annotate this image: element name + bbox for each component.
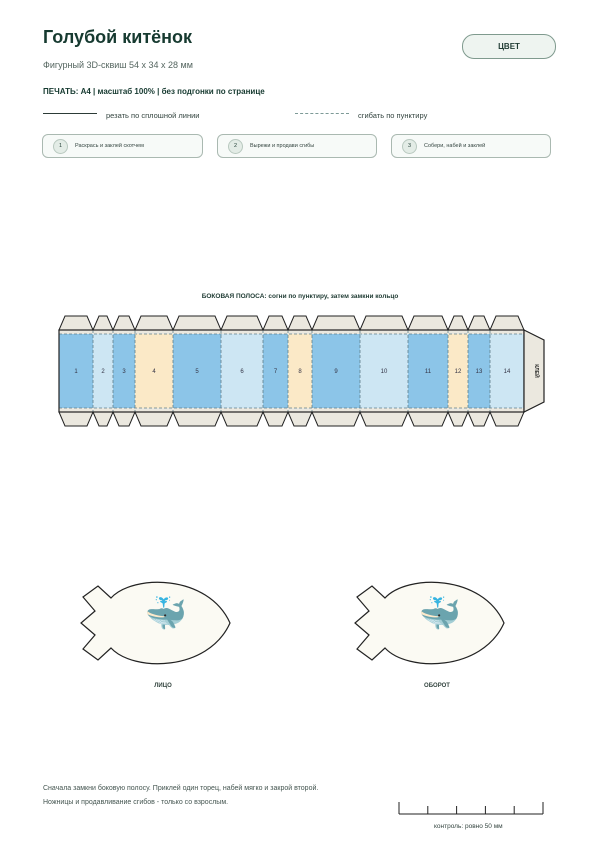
step-number: 1 bbox=[53, 138, 68, 154]
fold-line-sample bbox=[295, 113, 349, 114]
glue-tab bbox=[523, 329, 545, 413]
strip-bottom-tab bbox=[262, 411, 289, 427]
strip-top-tab bbox=[311, 315, 361, 331]
strip-top-tab bbox=[447, 315, 469, 331]
strip-segment-number: 14 bbox=[504, 369, 511, 375]
strip-top-tab bbox=[359, 315, 409, 331]
strip-segment-number: 12 bbox=[455, 369, 462, 375]
cut-line-sample bbox=[43, 113, 97, 114]
strip-top-tab bbox=[407, 315, 449, 331]
strip-bottom-tab bbox=[134, 411, 174, 427]
step-label: Раскрась и заклей скотчем bbox=[75, 143, 144, 149]
control-ruler bbox=[398, 802, 544, 815]
page-subtitle: Фигурный 3D-сквиш 54 х 34 х 28 мм bbox=[43, 60, 193, 70]
front-piece-outline bbox=[80, 581, 231, 665]
strip-bottom-tab bbox=[447, 411, 469, 427]
strip-segment bbox=[312, 334, 360, 408]
strip-segment bbox=[288, 334, 312, 408]
glue-label: КЛЕЙ bbox=[533, 364, 541, 378]
page-title: Голубой китёнок bbox=[43, 27, 193, 47]
strip-bottom-tab bbox=[311, 411, 361, 427]
strip-segment-number: 9 bbox=[334, 369, 338, 375]
front-label: ЛИЦО bbox=[154, 683, 172, 689]
strip-bottom-tab bbox=[58, 411, 94, 427]
strip-segment bbox=[221, 334, 263, 408]
strip-segment-number: 4 bbox=[152, 369, 156, 375]
front-piece bbox=[80, 581, 231, 665]
strip-segment-number: 5 bbox=[195, 369, 199, 375]
strip-segment-number: 11 bbox=[425, 369, 432, 375]
step-3: 3 Собери, набей и заклей bbox=[391, 134, 551, 158]
step-label: Собери, набей и заклей bbox=[424, 143, 486, 149]
step-2: 2 Вырежи и продави сгибы bbox=[217, 134, 377, 158]
strip-segment bbox=[173, 334, 221, 408]
strip-bottom-tab bbox=[467, 411, 491, 427]
strip-bottom-tab bbox=[359, 411, 409, 427]
strip-segment-number: 6 bbox=[240, 369, 244, 375]
strip-top-tab bbox=[262, 315, 289, 331]
print-info: ПЕЧАТЬ: А4 | масштаб 100% | без подгонки… bbox=[43, 87, 265, 96]
strip-top-tab bbox=[112, 315, 136, 331]
strip-top-tab bbox=[134, 315, 174, 331]
strip-segment bbox=[468, 334, 490, 408]
step-number: 2 bbox=[228, 138, 243, 154]
strip-segment-number: 13 bbox=[476, 369, 483, 375]
strip-segment bbox=[448, 334, 468, 408]
whale-icon: 🐳 bbox=[418, 595, 462, 633]
back-piece bbox=[354, 581, 505, 665]
step-label: Вырежи и продави сгибы bbox=[250, 143, 315, 149]
strip-top-tab bbox=[467, 315, 491, 331]
strip-segment bbox=[135, 334, 173, 408]
strip-segment-number: 3 bbox=[122, 369, 126, 375]
step-number: 3 bbox=[402, 138, 417, 154]
fold-line-label: сгибать по пунктиру bbox=[358, 111, 428, 120]
strip-segment bbox=[360, 334, 408, 408]
strip-bottom-tab bbox=[220, 411, 264, 427]
strip-segment-number: 7 bbox=[274, 369, 278, 375]
strip-bottom-tab bbox=[92, 411, 114, 427]
back-label: ОБОРОТ bbox=[424, 683, 450, 689]
note-line-1: Сначала замкни боковую полосу. Приклей о… bbox=[43, 785, 319, 792]
note-line-2: Ножницы и продавливание сгибов - только … bbox=[43, 799, 229, 806]
strip-segment bbox=[113, 334, 135, 408]
color-button[interactable]: ЦВЕТ bbox=[462, 34, 556, 59]
strip-bottom-tab bbox=[172, 411, 222, 427]
strip-top-tab bbox=[58, 315, 94, 331]
strip-top-tab bbox=[220, 315, 264, 331]
strip-segment bbox=[263, 334, 288, 408]
strip-title: БОКОВАЯ ПОЛОСА: согни по пунктиру, затем… bbox=[201, 293, 399, 300]
strip-segment-number: 2 bbox=[101, 369, 105, 375]
cut-line-label: резать по сплошной линии bbox=[106, 111, 200, 120]
strip-segment bbox=[408, 334, 448, 408]
strip-bottom-tab bbox=[287, 411, 313, 427]
strip-segment-number: 1 bbox=[74, 369, 78, 375]
strip-segment-number: 8 bbox=[298, 369, 302, 375]
strip-segment bbox=[490, 334, 524, 408]
ruler-label: контроль: ровно 50 мм bbox=[434, 823, 503, 830]
strip-segment-number: 10 bbox=[381, 369, 388, 375]
strip-bottom-tab bbox=[407, 411, 449, 427]
strip-bottom-tab bbox=[489, 411, 525, 427]
strip-bottom-tab bbox=[112, 411, 136, 427]
whale-icon: 🐳 bbox=[144, 595, 188, 633]
strip-top-tab bbox=[287, 315, 313, 331]
back-piece-outline bbox=[354, 581, 505, 665]
strip-top-tab bbox=[489, 315, 525, 331]
strip-segment bbox=[59, 334, 93, 408]
strip-top-tab bbox=[172, 315, 222, 331]
strip-top-tab bbox=[92, 315, 114, 331]
strip-segment bbox=[93, 334, 113, 408]
step-1: 1 Раскрась и заклей скотчем bbox=[42, 134, 203, 158]
